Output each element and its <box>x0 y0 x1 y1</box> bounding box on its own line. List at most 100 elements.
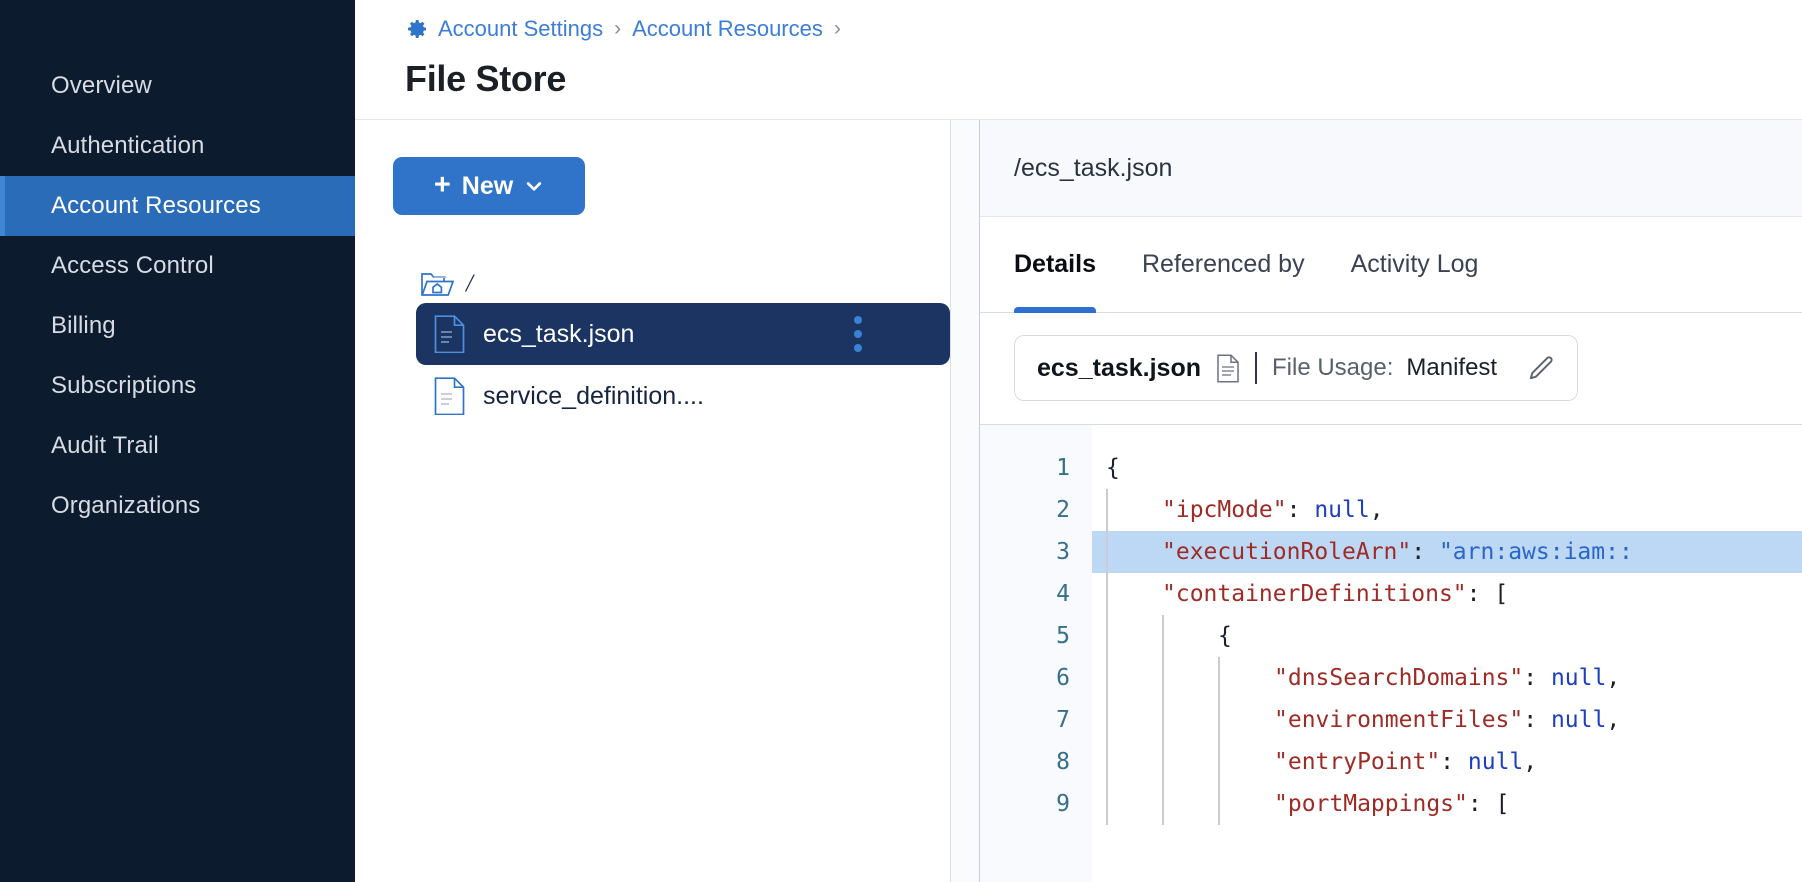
sidebar-item-overview[interactable]: Overview <box>0 56 355 116</box>
sidebar-item-label: Subscriptions <box>51 372 196 400</box>
file-tree-item[interactable]: service_definition.... <box>416 365 950 427</box>
main-region: Account Settings › Account Resources › File… <box>355 0 1802 882</box>
new-button[interactable]: + New <box>393 157 585 215</box>
tab-activity-log[interactable]: Activity Log <box>1351 217 1479 313</box>
sidebar-item-label: Audit Trail <box>51 432 159 460</box>
json-file-icon <box>434 315 465 353</box>
tab-label: Details <box>1014 250 1096 279</box>
chevron-down-icon <box>524 176 544 196</box>
indent-guide <box>1106 615 1108 657</box>
code-token: : <box>1523 707 1551 733</box>
plus-icon: + <box>434 171 451 200</box>
indent-guide <box>1218 699 1220 741</box>
indent-guide <box>1162 741 1164 783</box>
indent-guide <box>1106 741 1108 783</box>
line-number: 4 <box>980 573 1070 615</box>
code-token: { <box>1218 623 1232 649</box>
sidebar-nav: OverviewAuthenticationAccount ResourcesA… <box>0 0 355 882</box>
code-token: , <box>1606 707 1620 733</box>
line-number: 6 <box>980 657 1070 699</box>
code-token: : <box>1440 749 1468 775</box>
sidebar-item-label: Access Control <box>51 252 214 280</box>
file-icon <box>434 377 465 415</box>
file-usage-label: File Usage: <box>1272 354 1393 382</box>
code-content[interactable]: { "ipcMode": null, "executionRoleArn": "ar… <box>1092 425 1802 882</box>
code-editor[interactable]: 123456789 {"ipcMode": null,"executionRol… <box>980 424 1802 882</box>
document-icon <box>1216 354 1240 383</box>
page-title: File Store <box>405 58 1802 100</box>
line-number: 3 <box>980 531 1070 573</box>
code-token: "arn:aws:iam:: <box>1439 539 1633 565</box>
file-meta-wrap: ecs_task.json File Usage: Manifest <box>980 313 1802 401</box>
sidebar-item-account-resources[interactable]: Account Resources <box>0 176 355 236</box>
code-token: : [ <box>1467 581 1509 607</box>
indent-guide <box>1106 531 1108 573</box>
breadcrumb-separator: › <box>832 17 843 41</box>
sidebar-item-label: Billing <box>51 312 116 340</box>
line-number: 8 <box>980 741 1070 783</box>
breadcrumb-separator: › <box>612 17 623 41</box>
code-line: "executionRoleArn": "arn:aws:iam:: <box>1092 531 1802 573</box>
file-details-pane: /ecs_task.json DetailsReferenced byActiv… <box>980 120 1802 882</box>
file-tree: / ecs_task.json service_definition.... <box>393 265 950 427</box>
code-token: null <box>1551 665 1606 691</box>
pane-splitter[interactable] <box>950 120 980 882</box>
code-token: null <box>1314 497 1369 523</box>
code-token: , <box>1523 749 1537 775</box>
sidebar-item-audit-trail[interactable]: Audit Trail <box>0 416 355 476</box>
code-text: { <box>1106 455 1120 481</box>
code-token: { <box>1106 455 1120 481</box>
sidebar-item-billing[interactable]: Billing <box>0 296 355 356</box>
pencil-icon[interactable] <box>1526 354 1555 383</box>
code-line: "portMappings": [ <box>1092 783 1802 825</box>
code-token: null <box>1468 749 1523 775</box>
body-split: + New / ecs_task.jsonservice_d <box>355 120 1802 882</box>
sidebar-item-label: Authentication <box>51 132 205 160</box>
code-token: : <box>1523 665 1551 691</box>
code-text: "portMappings": [ <box>1106 791 1509 817</box>
indent-guide <box>1106 489 1108 531</box>
divider <box>1255 352 1257 384</box>
new-button-label: New <box>462 172 513 201</box>
code-token: : <box>1411 539 1439 565</box>
code-line: "entryPoint": null, <box>1092 741 1802 783</box>
file-usage-value: Manifest <box>1406 354 1497 382</box>
code-line: "dnsSearchDomains": null, <box>1092 657 1802 699</box>
breadcrumb-link-2[interactable]: Account Resources <box>632 16 823 42</box>
code-token: , <box>1606 665 1620 691</box>
indent-guide <box>1162 657 1164 699</box>
kebab-menu-icon[interactable] <box>854 316 862 352</box>
code-token: "executionRoleArn" <box>1162 539 1411 565</box>
breadcrumb-link-1[interactable]: Account Settings <box>438 16 603 42</box>
indent-guide <box>1162 615 1164 657</box>
tab-details[interactable]: Details <box>1014 217 1096 313</box>
code-token: : <box>1287 497 1315 523</box>
file-name: service_definition.... <box>483 382 704 411</box>
code-text: "ipcMode": null, <box>1106 497 1384 523</box>
code-text: "containerDefinitions": [ <box>1106 581 1508 607</box>
code-text: "executionRoleArn": "arn:aws:iam:: <box>1106 539 1633 565</box>
line-number: 1 <box>980 447 1070 489</box>
details-tabs: Details Referenced by Activity Log <box>980 217 1802 313</box>
sidebar-item-organizations[interactable]: Organizations <box>0 476 355 536</box>
code-line: "containerDefinitions": [ <box>1092 573 1802 615</box>
line-number: 9 <box>980 783 1070 825</box>
tree-root-folder[interactable]: / <box>393 265 950 303</box>
code-token: "entryPoint" <box>1274 749 1440 775</box>
page-header: Account Settings › Account Resources › File… <box>355 0 1802 120</box>
indent-guide <box>1106 573 1108 615</box>
tab-referenced-by[interactable]: Referenced by <box>1142 217 1305 313</box>
indent-guide <box>1106 657 1108 699</box>
sidebar-item-access-control[interactable]: Access Control <box>0 236 355 296</box>
indent-guide <box>1106 783 1108 825</box>
code-text: "environmentFiles": null, <box>1106 707 1620 733</box>
sidebar-item-subscriptions[interactable]: Subscriptions <box>0 356 355 416</box>
sidebar-item-authentication[interactable]: Authentication <box>0 116 355 176</box>
indent-guide <box>1218 657 1220 699</box>
file-tree-item[interactable]: ecs_task.json <box>416 303 950 365</box>
breadcrumb: Account Settings › Account Resources › <box>405 8 1802 50</box>
code-token: null <box>1551 707 1606 733</box>
file-name: ecs_task.json <box>483 320 634 349</box>
code-token: "portMappings" <box>1274 791 1468 817</box>
